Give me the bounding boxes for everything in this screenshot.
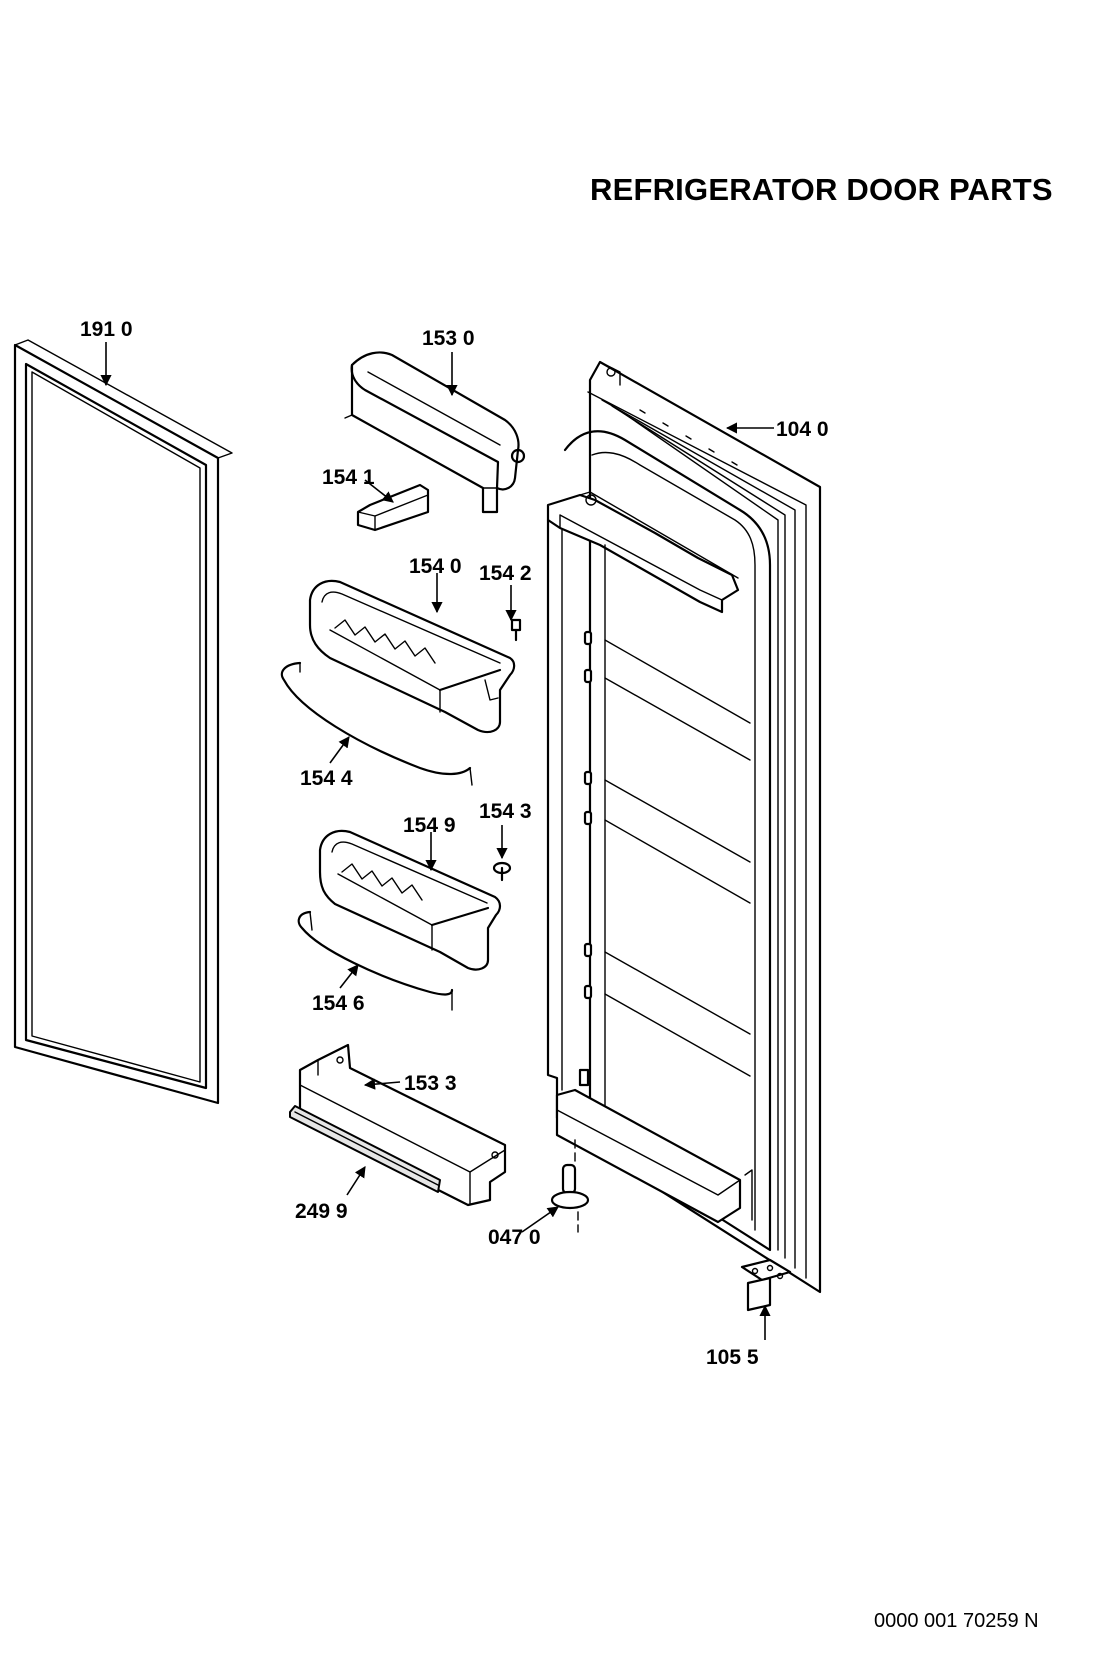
hinge xyxy=(740,1258,792,1312)
part-labels: 191 0 153 0 104 0 154 1 154 0 154 2 154 … xyxy=(80,318,829,1369)
label-screw-lower: 154 3 xyxy=(479,800,532,823)
label-trim-strip: 249 9 xyxy=(295,1200,348,1223)
label-hinge-pin: 047 0 xyxy=(488,1226,541,1249)
trim-strip xyxy=(289,1105,441,1193)
label-rail-lower: 154 6 xyxy=(312,992,365,1015)
rail-lower xyxy=(297,910,454,1011)
label-hinge: 105 5 xyxy=(706,1346,759,1369)
door-bin-lower xyxy=(318,829,502,971)
leader-lines xyxy=(100,342,774,1340)
label-bin-lower: 154 9 xyxy=(403,814,456,837)
label-bottom-shelf: 153 3 xyxy=(404,1072,457,1095)
label-door: 104 0 xyxy=(776,418,829,441)
label-shelf-cover: 153 0 xyxy=(422,327,475,350)
label-rail-upper: 154 4 xyxy=(300,767,353,790)
rail-upper xyxy=(280,661,473,786)
diagram-code: 0000 001 70259 N xyxy=(874,1610,1039,1632)
label-screw-upper: 154 2 xyxy=(479,562,532,585)
door-gasket xyxy=(13,339,233,1105)
hinge-pin xyxy=(550,1139,590,1233)
refrigerator-door xyxy=(546,360,822,1294)
shelf-cover xyxy=(344,351,526,514)
label-gasket: 191 0 xyxy=(80,318,133,341)
page-title: REFRIGERATOR DOOR PARTS xyxy=(590,172,1053,207)
door-bin-upper xyxy=(308,579,516,734)
screw-lower xyxy=(492,861,512,882)
label-bin-upper: 154 0 xyxy=(409,555,462,578)
screw-upper xyxy=(510,618,522,642)
clip xyxy=(356,483,430,532)
label-clip: 154 1 xyxy=(322,466,375,489)
